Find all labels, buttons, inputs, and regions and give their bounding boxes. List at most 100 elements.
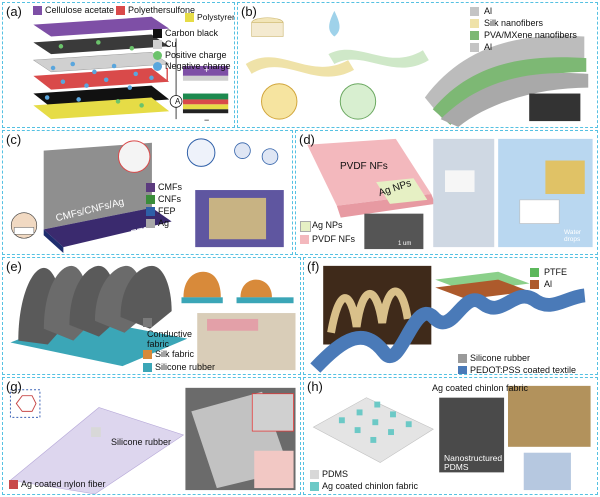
mxene-zoom-circle [339, 83, 377, 120]
ag-nylon-swatch [9, 480, 18, 489]
finger-photo [433, 138, 495, 248]
legend-polystyrene: Polystyrene [197, 12, 234, 22]
water-drops-label: Water drops [564, 229, 582, 244]
ptfe-swatch [530, 268, 539, 277]
legend-silicone-rubber-g: Silicone rubber [111, 437, 172, 447]
sem-image [364, 213, 424, 250]
silicone-rubber-sheet [9, 407, 185, 494]
ag-nps-swatch [300, 221, 311, 232]
fiber-cluster [186, 138, 216, 167]
pva-mxene-swatch [470, 31, 479, 40]
top-annotation: Ag coated chinlon fabric [432, 383, 529, 393]
polystyrene-swatch [185, 13, 194, 22]
negative-charge-particles [44, 61, 154, 102]
panel-f: (f) PTFE Al Silicone rubber PEDOT:PSS co… [303, 257, 598, 375]
conductive-fabric-ridges [18, 265, 172, 345]
ammeter-icon [169, 95, 183, 108]
chinlon-swatch [310, 482, 319, 491]
pva-mxene-sheet [328, 49, 429, 68]
face-mask-icon [13, 227, 35, 235]
conductive-fabric-swatch [143, 318, 152, 327]
legend-cmfs: CMFs [158, 182, 182, 192]
cross-section-left [183, 271, 221, 298]
legend-al-top: Al [484, 6, 493, 16]
legend-cellulose-acetate: Cellulose acetate [45, 5, 115, 15]
fiber-cluster-small-a [234, 142, 251, 159]
panel-f-illustration [310, 265, 586, 373]
ag-nps-layer [376, 178, 428, 204]
device-side [43, 207, 172, 248]
polystyrene-layer [33, 97, 170, 120]
legend-polyethersulfone: Polyethersulfone [128, 5, 196, 15]
legend-pedot-textile: PEDOT:PSS coated textile [470, 365, 577, 375]
legend-pdms: PDMS [322, 469, 349, 479]
panel-a-illustration [32, 16, 229, 120]
positive-charge-particles [58, 40, 144, 108]
finger-sensor [445, 170, 475, 193]
cross-section-right [240, 279, 272, 298]
nanostructured-pdms-label: Nanostructured PDMS [444, 453, 503, 473]
sleeve-sensor [207, 318, 259, 331]
legend-silk-nanofibers: Silk nanofibers [484, 18, 544, 28]
ammeter-label: A [175, 97, 181, 106]
device-al-bottom [440, 72, 589, 127]
pvdf-nfs-swatch [300, 235, 309, 244]
mini-stack-top [182, 65, 229, 76]
panel-c: (c) CMFs/CNFs/Ag FEP CMFs CNFs FEP Ag [2, 130, 293, 255]
silk-nanofiber-sheet [245, 57, 355, 77]
legend-silicone-rubber: Silicone rubber [155, 362, 216, 372]
cu-swatch [153, 40, 162, 49]
cmfs-swatch [146, 183, 155, 192]
negative-charge-icon [153, 62, 162, 71]
al-swatch-bottom [470, 43, 479, 52]
water-drop-icon [329, 10, 340, 37]
hexagon-unit-icon [15, 395, 37, 412]
legend-ag-nps: Ag NPs [312, 220, 343, 230]
legend-al: Al [544, 279, 553, 289]
silk-nanofibers-swatch [470, 19, 479, 28]
pvdf-layer-label: PVDF NFs [340, 161, 388, 172]
al-swatch-top [470, 7, 479, 16]
silicone-rubber-swatch [143, 363, 152, 372]
legend-negative-charge: Negative charge [165, 61, 231, 71]
silk-fabric-swatch [143, 350, 152, 359]
silicone-rubber-swatch-f [458, 354, 467, 363]
fep-swatch [146, 207, 155, 216]
glove-photo [523, 452, 571, 491]
pedot-textile-swatch [458, 366, 467, 374]
legend-cu: Cu [165, 39, 177, 49]
zoom-circle [117, 140, 151, 173]
panel-d: (d) PVDF NFs Ag NPs Ag NPs PVDF NFs 1 um… [295, 130, 598, 255]
panel-d-illustration [307, 138, 593, 250]
minus-sign: − [204, 115, 210, 125]
cellulose-acetate-swatch [33, 6, 42, 15]
sem-image-h [439, 397, 505, 473]
pdms-swatch [310, 470, 319, 479]
mini-stack-bottom-d [182, 109, 229, 114]
scale-bar-label: 1 um [398, 241, 412, 247]
silk-zoom-circle [261, 83, 298, 120]
cross-section-right-base [236, 297, 294, 304]
cnfs-swatch [146, 195, 155, 204]
legend-silk-fabric: Silk fabric [155, 349, 195, 359]
legend-fep: FEP [158, 206, 176, 216]
plus-sign: + [204, 65, 210, 75]
panel-g: (g) Silicone rubber Ag coated nylon fibe… [2, 377, 301, 495]
fep-edge [43, 229, 64, 254]
pdms-base [312, 397, 434, 463]
cellulose-acetate-layer [33, 16, 170, 37]
carbon-black-swatch [153, 29, 162, 38]
legend-al-bottom: Al [484, 42, 493, 52]
panel-g-illustration [9, 387, 296, 494]
fabric-sample [209, 197, 267, 240]
wrist-photo [529, 93, 581, 122]
al-layer [435, 279, 530, 300]
legend-positive-charge: Positive charge [165, 50, 227, 60]
panel-c-label: (c) [6, 132, 22, 147]
silicone-cube-icon [91, 427, 101, 437]
pedot-pss-textile-wave [310, 288, 586, 373]
face-mask [519, 199, 560, 224]
mini-stack-bottom-b [182, 99, 229, 105]
cu-layer [32, 51, 170, 73]
panel-e-label: (e) [6, 259, 22, 274]
